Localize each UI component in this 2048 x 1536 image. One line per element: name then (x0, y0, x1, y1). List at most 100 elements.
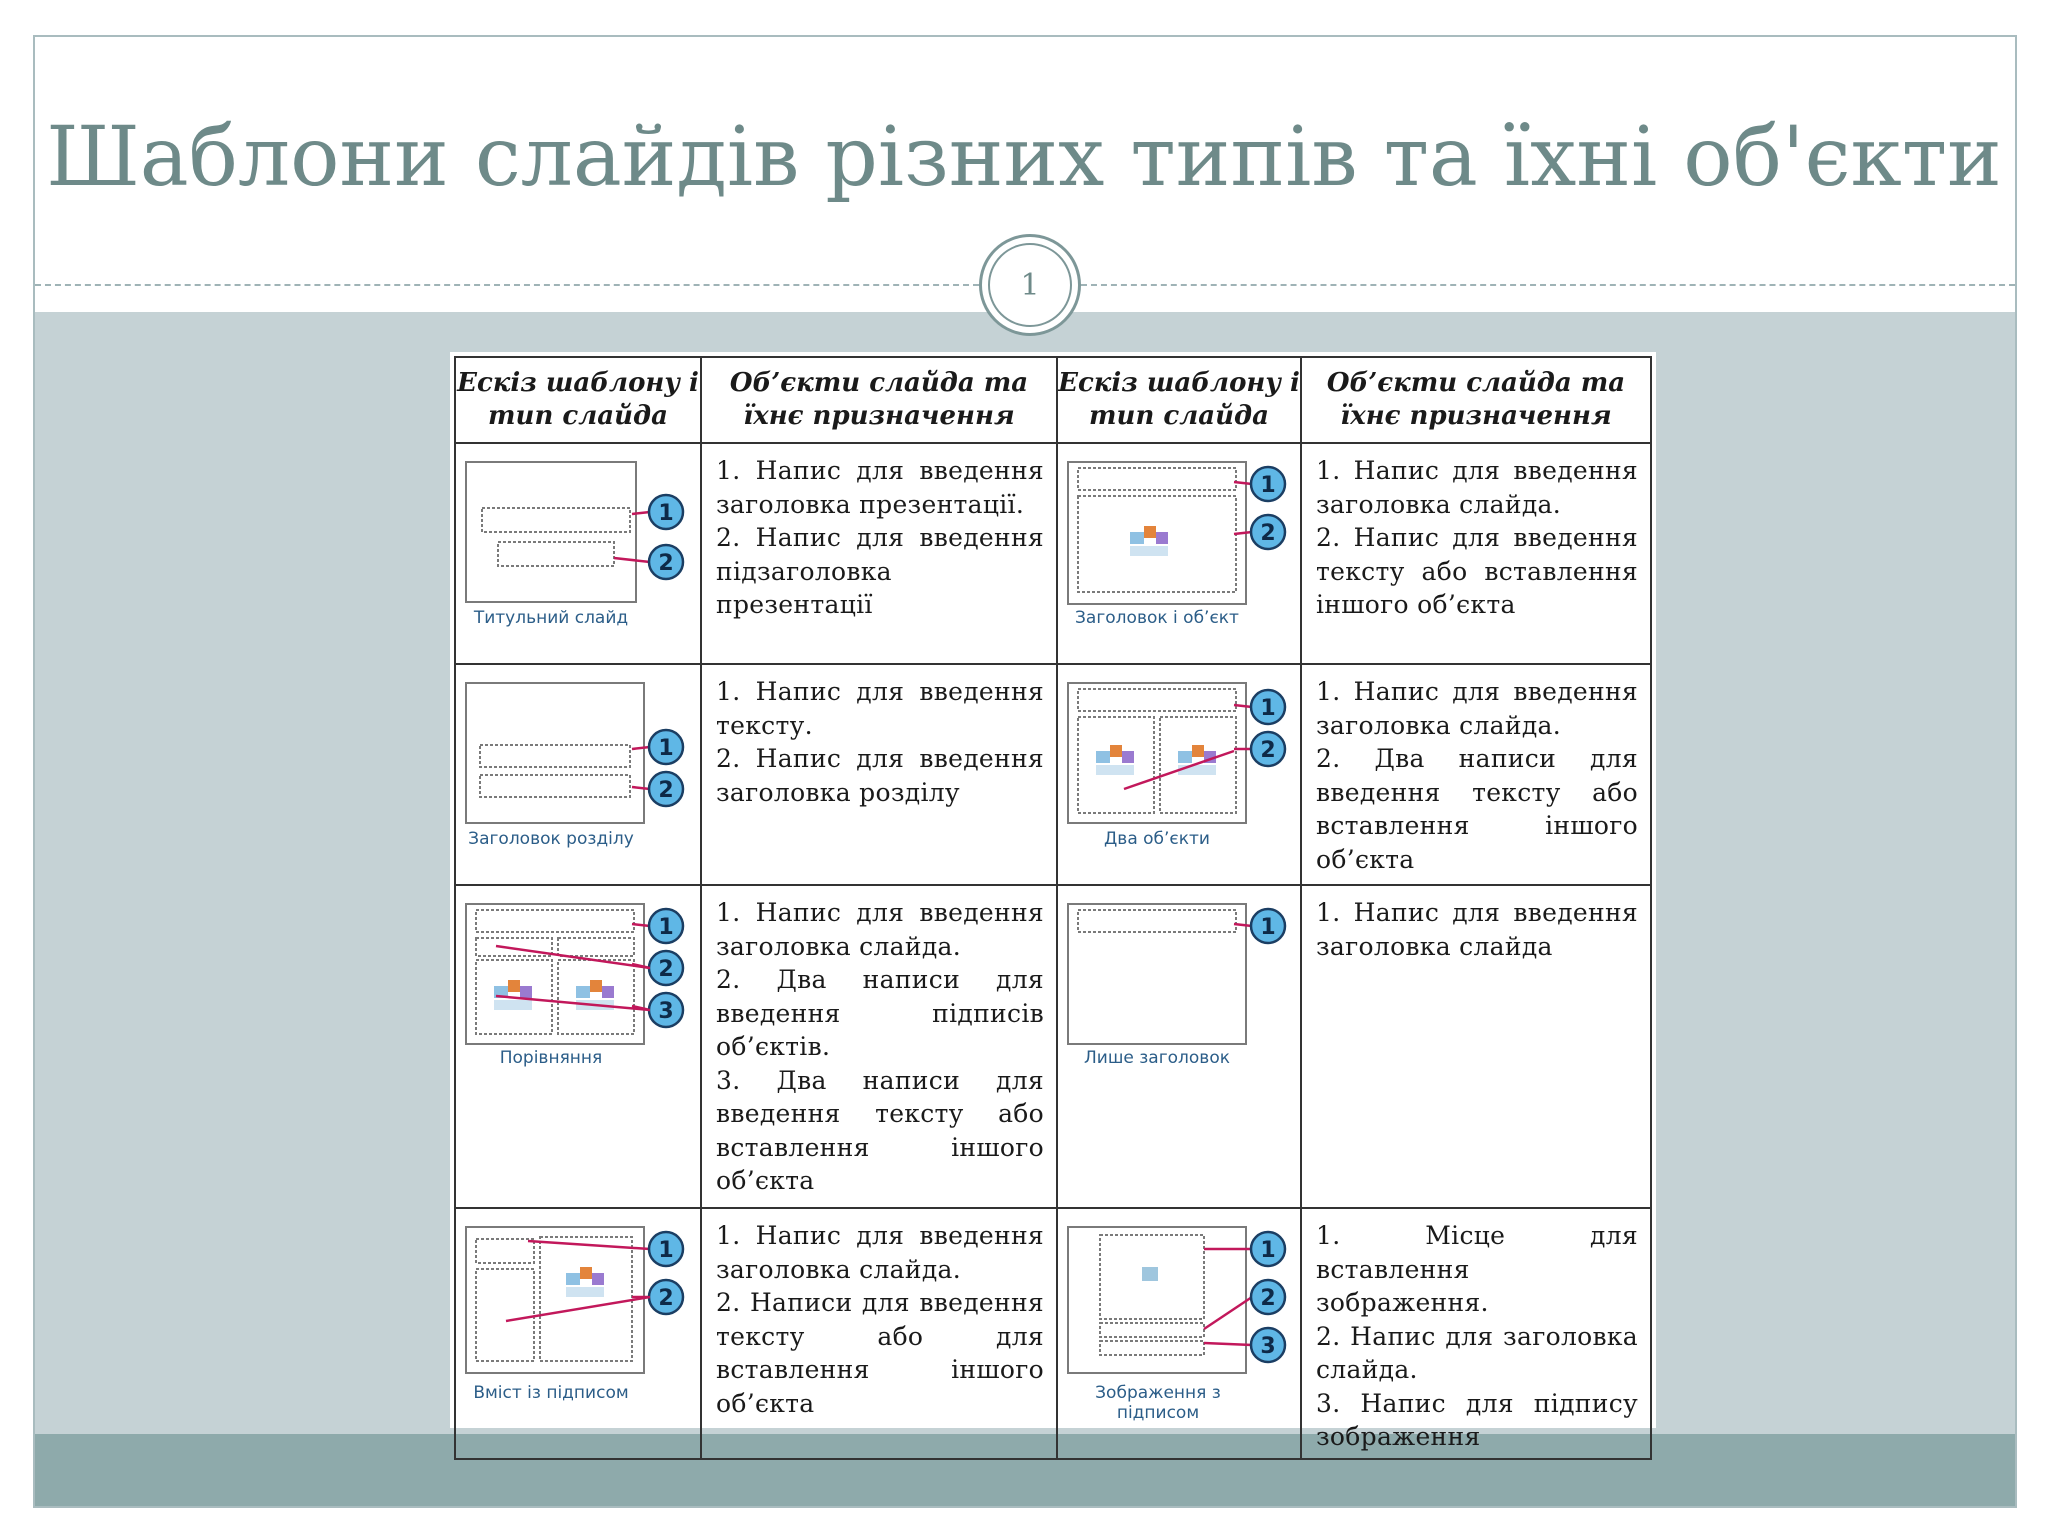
svg-text:1: 1 (1260, 1238, 1275, 1263)
objects-description-item: 1. Напис для введення заголовка презента… (716, 456, 1044, 519)
objects-description-item: 1. Напис для введення заголовка слайда. (1316, 677, 1638, 740)
svg-text:1: 1 (1260, 473, 1275, 498)
numbered-marker-icon: 1 (1249, 688, 1287, 726)
numbered-marker-icon: 2 (647, 1278, 685, 1316)
objects-description-item: 3. Два написи для введення тексту або вс… (716, 1065, 1044, 1196)
numbered-marker-icon: 2 (1249, 513, 1287, 551)
svg-text:1: 1 (1260, 696, 1275, 721)
template-sketch: 12 (465, 1226, 685, 1374)
numbered-marker-icon: 2 (1249, 730, 1287, 768)
numbered-marker-icon: 1 (1249, 465, 1287, 503)
leader-line (631, 785, 651, 791)
numbered-marker-icon: 3 (1249, 1326, 1287, 1364)
objects-description: 1. Напис для введення заголовка слайда.2… (703, 887, 1055, 1202)
numbered-marker-icon: 2 (647, 770, 685, 808)
slide-number-badge: 1 (979, 234, 1081, 336)
slide-sketch (465, 682, 645, 824)
svg-text:2: 2 (1260, 521, 1275, 546)
header-sketch-2: Ескіз шаблону і тип слайда (1056, 356, 1302, 444)
picture-caption-placeholder (1099, 1340, 1205, 1356)
title-placeholder (1077, 688, 1237, 712)
header-divider-left (35, 284, 979, 286)
objects-description: 1. Напис для введення заголовка слайда.2… (1303, 445, 1649, 626)
leader-line (1233, 530, 1253, 536)
objects-description-item: 1. Напис для введення заголовка слайда. (716, 1221, 1044, 1284)
leader-line (527, 1239, 651, 1251)
slide-sketch (465, 903, 645, 1045)
header-objects-1: Об’єкти слайда та їхнє призначення (700, 356, 1058, 444)
template-objects-cell: 1. Напис для введення заголовка слайда (1300, 884, 1652, 1209)
objects-description: 1. Напис для введення заголовка слайда (1303, 887, 1649, 967)
right-caption-placeholder (557, 937, 635, 957)
slide-sketch (1067, 682, 1247, 824)
leader-line (631, 510, 651, 516)
template-objects-cell: 1. Місце для вставлення зображення.2. На… (1300, 1207, 1652, 1460)
objects-description: 1. Напис для введення заголовка слайда.2… (703, 1210, 1055, 1424)
numbered-marker-icon: 2 (1249, 1278, 1287, 1316)
numbered-marker-icon: 1 (647, 493, 685, 531)
svg-text:1: 1 (658, 736, 673, 761)
template-caption: Порівняння (499, 1048, 603, 1068)
template-caption: Вміст із підписом (473, 1383, 629, 1403)
numbered-marker-icon: 3 (647, 991, 685, 1029)
svg-text:2: 2 (658, 551, 673, 576)
numbered-marker-icon: 2 (647, 949, 685, 987)
objects-description-item: 2. Напис для введення підзаголовка презе… (716, 523, 1044, 619)
template-sketch: 1 2 3 (465, 903, 685, 1045)
template-sketch: 1 (1067, 903, 1287, 1045)
svg-text:1: 1 (658, 915, 673, 940)
objects-description-item: 2. Напис для заголовка слайда. (1316, 1321, 1638, 1385)
objects-description-item: 1. Місце для вставлення зображення. (1316, 1221, 1638, 1317)
objects-description-item: 1. Напис для введення тексту. (716, 677, 1044, 740)
title-placeholder (1077, 467, 1237, 491)
svg-text:1: 1 (1260, 915, 1275, 940)
template-objects-cell: 1. Напис для введення заголовка слайда.2… (1300, 663, 1652, 886)
svg-text:1: 1 (658, 501, 673, 526)
leader-line (1203, 1341, 1253, 1347)
objects-description-item: 1. Напис для введення заголовка слайда. (1316, 456, 1638, 519)
leader-line (1123, 749, 1235, 791)
objects-description-item: 2. Напис для введення тексту або вставле… (1316, 523, 1638, 619)
picture-placeholder (1099, 1234, 1205, 1320)
leader-line (1233, 480, 1253, 486)
slide-number: 1 (988, 243, 1072, 327)
template-sketch: 1 2 3 (1067, 1226, 1287, 1374)
left-content-placeholder (1077, 716, 1155, 814)
objects-description-item: 2. Два написи для введення тексту або вс… (1316, 744, 1638, 874)
header-divider-right (1081, 284, 2015, 286)
template-objects-cell: 1. Напис для введення заголовка слайда.2… (1300, 442, 1652, 665)
numbered-marker-icon: 1 (647, 1230, 685, 1268)
header-sketch-1: Ескіз шаблону і тип слайда (454, 356, 702, 444)
objects-description-item: 2. Два написи для введення підписів об’є… (716, 965, 1044, 1061)
numbered-marker-icon: 1 (647, 728, 685, 766)
template-caption: Лише заголовок (1084, 1048, 1230, 1068)
objects-description-item: 1. Напис для введення заголовка слайда (1316, 898, 1638, 961)
numbered-marker-icon: 1 (1249, 1230, 1287, 1268)
text-placeholder (475, 1268, 535, 1362)
title-placeholder (475, 909, 635, 933)
left-content-placeholder (475, 959, 553, 1035)
numbered-marker-icon: 1 (1249, 907, 1287, 945)
template-objects-cell: 1. Напис для введення заголовка слайда.2… (700, 1207, 1058, 1460)
leader-line (505, 1295, 651, 1323)
slide-sketch (465, 1226, 645, 1374)
template-sketch: 12 (465, 682, 685, 824)
right-content-placeholder (1159, 716, 1237, 814)
leader-line (1233, 703, 1253, 709)
leader-line (495, 944, 651, 970)
leader-line (1233, 922, 1253, 928)
title-placeholder (1077, 909, 1237, 933)
table-header-row: Ескіз шаблону і тип слайда Об’єкти слайд… (454, 356, 1652, 444)
svg-text:1: 1 (658, 1238, 673, 1263)
picture-placeholder-icon (494, 980, 532, 1010)
picture-placeholder-icon (1142, 1267, 1158, 1281)
section-title-placeholder (479, 774, 631, 798)
content-placeholder (1077, 495, 1237, 593)
